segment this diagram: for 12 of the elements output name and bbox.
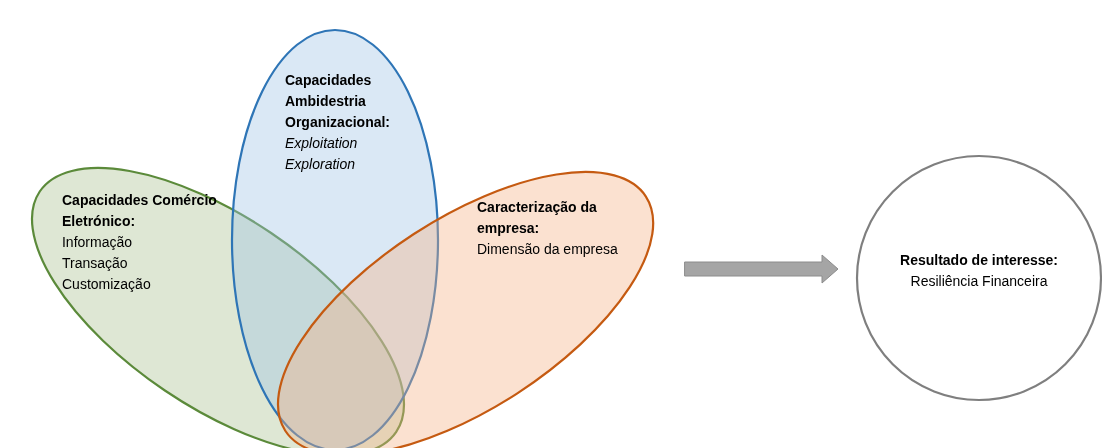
heading-text: Resultado de interesse: [899,251,1059,270]
body-text: Transação [62,254,129,273]
body-text: Exploration [285,155,357,174]
heading-text: Caracterização da empresa: [477,198,598,238]
body-text: Customização [62,275,152,294]
heading-text: Capacidades Ambidestria Organizacional: [285,71,392,132]
body-text: Dimensão da empresa [477,240,619,259]
body-text: Resiliência Financeira [909,272,1049,291]
body-text: Informação [62,233,134,252]
block-arrow [684,254,839,284]
body-text: Exploitation [285,134,359,153]
heading-text: Capacidades Comércio Eletrónico: [62,191,218,231]
